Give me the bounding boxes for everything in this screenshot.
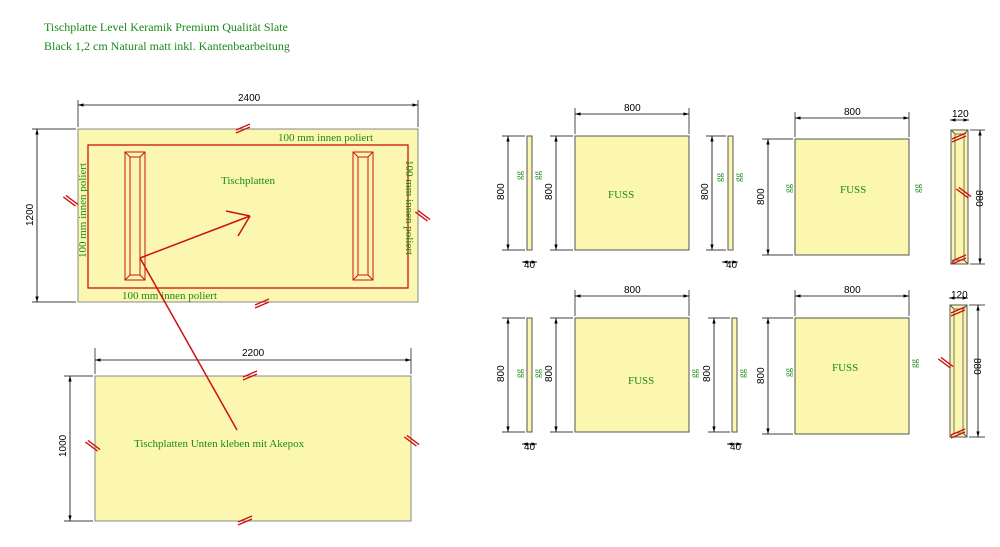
leg1b-strip-height: 800 [700, 183, 711, 200]
edge-mark: gg [737, 369, 747, 379]
top-edge-note: 100 mm innen poliert [278, 132, 373, 144]
top-width-dimension: 2400 [238, 93, 261, 104]
top-panel: Tischplatten 100 mm innen poliert 100 mm… [25, 93, 431, 309]
side2-height: 880 [971, 358, 982, 375]
right-edge-note: 100 mm innen poliert [403, 160, 415, 255]
leg-set-3: 800 40 gg gg FUSS 800 800 gg 800 40 gg [496, 285, 747, 453]
leg3-width: 800 [624, 285, 641, 296]
bottom-panel: Tischplatten Unten kleben mit Akepox 220… [58, 348, 420, 526]
edge-mark: gg [532, 171, 542, 181]
side2-width: 120 [951, 290, 968, 301]
leg3b-strip-height: 800 [702, 365, 713, 382]
leg1-height: 800 [544, 183, 555, 200]
leg2-height: 800 [756, 188, 767, 205]
leg3-height: 800 [544, 365, 555, 382]
side1-height: 880 [973, 190, 984, 207]
left-edge-note: 100 mm innen poliert [77, 163, 89, 258]
leg1-strip-width: 40 [524, 260, 536, 271]
leg-set-4: FUSS 800 800 gg gg [756, 285, 919, 435]
bottom-height-dimension: 1000 [58, 434, 69, 457]
edge-mark: gg [689, 369, 699, 379]
edge-mark: gg [532, 369, 542, 379]
leg-set-2: FUSS 800 800 gg gg [756, 107, 922, 256]
slot-left [124, 151, 146, 281]
edge-mark: gg [714, 173, 724, 183]
edge-mark: gg [514, 171, 524, 181]
edge-mark: gg [909, 359, 919, 369]
leg1-label: FUSS [608, 189, 634, 201]
side1-width: 120 [952, 109, 969, 120]
leg1b-strip-width: 40 [726, 260, 738, 271]
side-piece-1: 120 880 [950, 109, 985, 265]
top-height-dimension: 1200 [25, 203, 36, 226]
leg3-strip-height: 800 [496, 365, 507, 382]
slot-right [352, 151, 374, 281]
leg3-strip-width: 40 [524, 442, 536, 453]
leg3-label: FUSS [628, 375, 654, 387]
leg1-width: 800 [624, 103, 641, 114]
leg2-width: 800 [844, 107, 861, 118]
bottom-width-dimension: 2200 [242, 348, 265, 359]
assembly-arrow [139, 210, 251, 431]
edge-mark: gg [783, 184, 793, 194]
leg2-label: FUSS [840, 184, 866, 196]
edge-mark: gg [912, 184, 922, 194]
leg3b-strip-width: 40 [730, 442, 742, 453]
bottom-edge-note: 100 mm innen poliert [122, 290, 217, 302]
leg-set-1: 800 40 gg gg FUSS 800 800 800 40 gg gg [496, 103, 743, 271]
edge-mark: gg [733, 173, 743, 183]
leg1-strip-height: 800 [496, 183, 507, 200]
edge-mark: gg [783, 368, 793, 378]
title-line-1: Tischplatte Level Keramik Premium Qualit… [44, 20, 288, 34]
top-panel-label: Tischplatten [221, 175, 275, 187]
edge-mark: gg [514, 369, 524, 379]
side-piece-2: 120 880 [937, 290, 985, 439]
leg4-height: 800 [756, 367, 767, 384]
leg4-width: 800 [844, 285, 861, 296]
leg4-label: FUSS [832, 362, 858, 374]
bottom-panel-label: Tischplatten Unten kleben mit Akepox [134, 438, 305, 450]
title-line-2: Black 1,2 cm Natural matt inkl. Kantenbe… [44, 39, 290, 53]
